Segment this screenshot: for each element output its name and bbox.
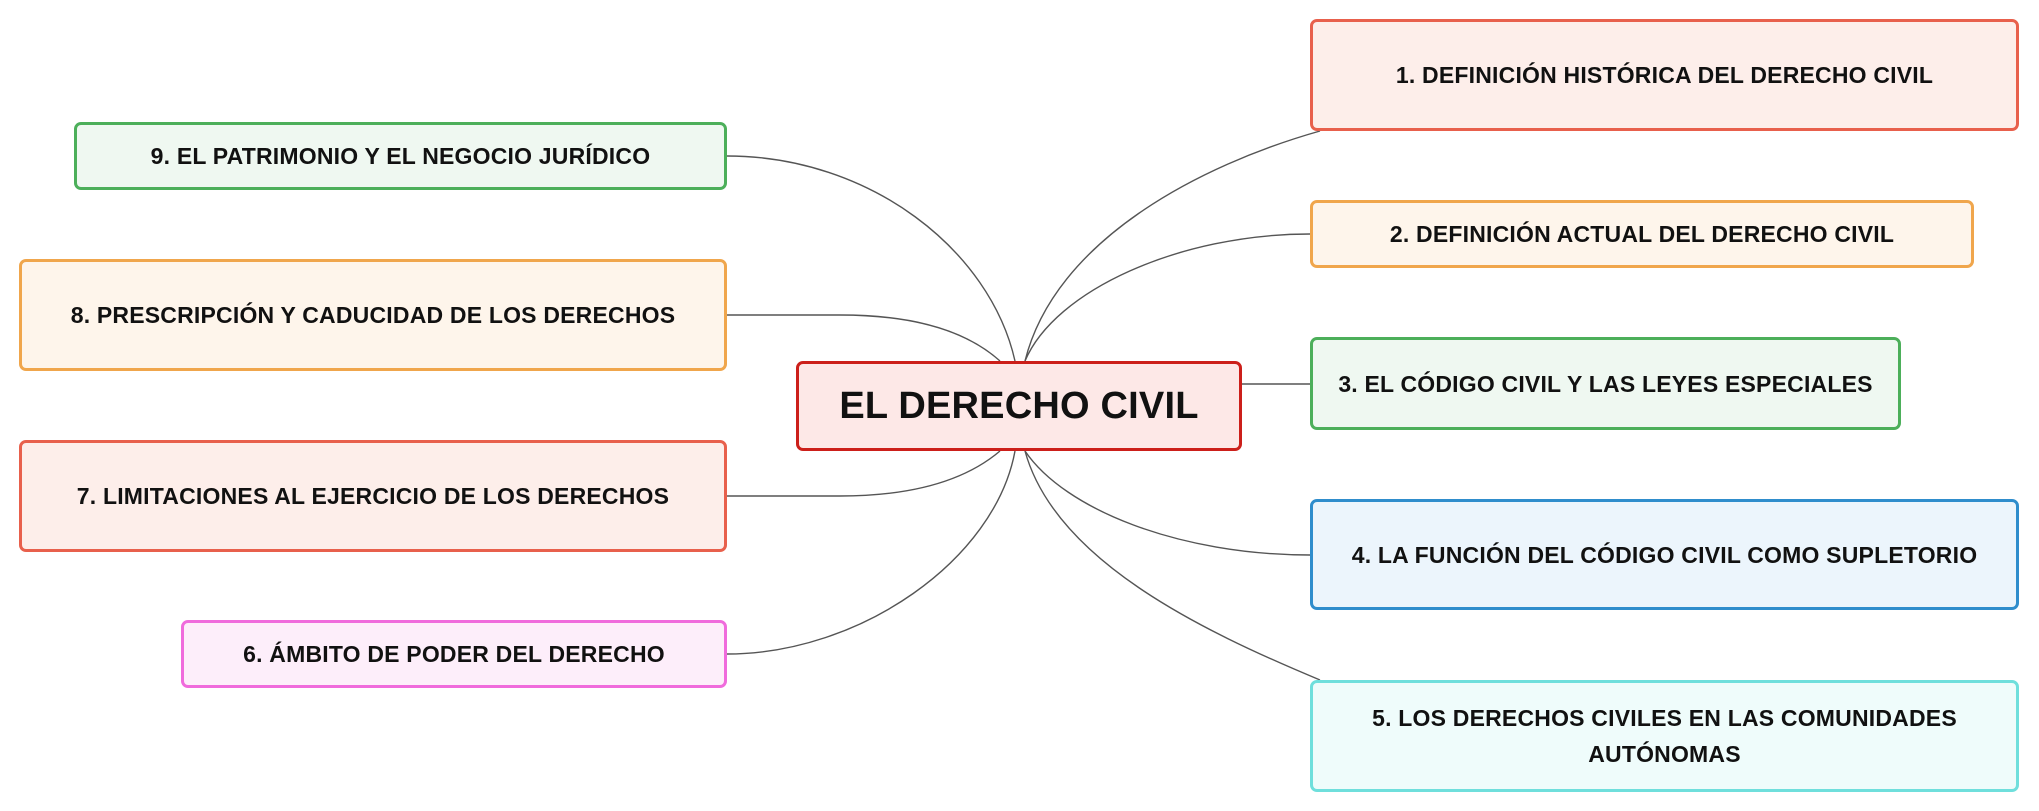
connector-topic-9	[726, 155, 1016, 362]
topic-3-label: 3. EL CÓDIGO CIVIL Y LAS LEYES ESPECIALE…	[1338, 370, 1873, 397]
topic-2-node[interactable]: 2. DEFINICIÓN ACTUAL DEL DERECHO CIVIL	[1310, 200, 1974, 268]
topic-5-label: 5. LOS DERECHOS CIVILES EN LAS COMUNIDAD…	[1372, 705, 1957, 767]
topic-4-node[interactable]: 4. LA FUNCIÓN DEL CÓDIGO CIVIL COMO SUPL…	[1310, 499, 2019, 610]
topic-7-label: 7. LIMITACIONES AL EJERCICIO DE LOS DERE…	[76, 483, 670, 509]
connector-topic-7	[727, 450, 1001, 497]
topic-1-label: 1. DEFINICIÓN HISTÓRICA DEL DERECHO CIVI…	[1395, 62, 1934, 88]
central-topic[interactable]: EL DERECHO CIVIL	[796, 361, 1242, 451]
central-topic-label: EL DERECHO CIVIL	[839, 385, 1199, 427]
connector-topic-4	[1024, 450, 1311, 556]
topic-9-node[interactable]: 9. EL PATRIMONIO Y EL NEGOCIO JURÍDICO	[74, 122, 727, 190]
topic-9-label: 9. EL PATRIMONIO Y EL NEGOCIO JURÍDICO	[150, 143, 651, 169]
connector-topic-1	[1024, 130, 1321, 362]
connector-topic-2	[1024, 233, 1311, 362]
topic-1-node[interactable]: 1. DEFINICIÓN HISTÓRICA DEL DERECHO CIVI…	[1310, 19, 2019, 131]
connector-topic-5	[1024, 450, 1321, 681]
topic-2-label: 2. DEFINICIÓN ACTUAL DEL DERECHO CIVIL	[1389, 221, 1895, 247]
topic-3-node[interactable]: 3. EL CÓDIGO CIVIL Y LAS LEYES ESPECIALE…	[1310, 337, 1901, 430]
connector-topic-6	[726, 450, 1016, 655]
connector-topic-8	[727, 314, 1001, 362]
topic-8-node[interactable]: 8. PRESCRIPCIÓN Y CADUCIDAD DE LOS DEREC…	[19, 259, 727, 371]
topic-8-label: 8. PRESCRIPCIÓN Y CADUCIDAD DE LOS DEREC…	[70, 302, 676, 328]
topic-6-node[interactable]: 6. ÁMBITO DE PODER DEL DERECHO	[181, 620, 727, 688]
topic-5-node[interactable]: 5. LOS DERECHOS CIVILES EN LAS COMUNIDAD…	[1310, 680, 2019, 792]
topic-7-node[interactable]: 7. LIMITACIONES AL EJERCICIO DE LOS DERE…	[19, 440, 727, 552]
topic-4-label: 4. LA FUNCIÓN DEL CÓDIGO CIVIL COMO SUPL…	[1351, 541, 1978, 568]
topic-6-label: 6. ÁMBITO DE PODER DEL DERECHO	[243, 641, 665, 667]
